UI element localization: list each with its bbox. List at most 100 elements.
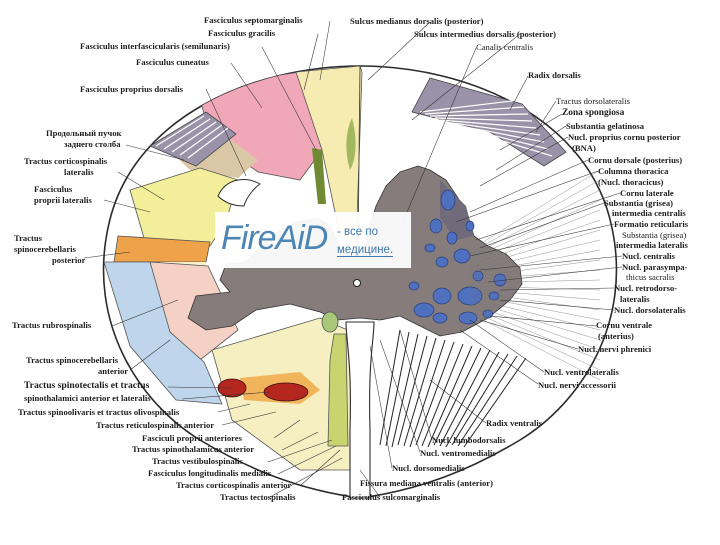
label-tractus-spinotectalis-2: spinothalamici anterior et lateralis xyxy=(24,393,151,403)
leader-line-9 xyxy=(83,251,131,259)
radiating-fiber-8 xyxy=(469,239,601,272)
leader-line-22 xyxy=(359,469,381,498)
radiating-fiber-4 xyxy=(469,199,601,260)
leader-lines xyxy=(83,20,623,498)
leader-line-42 xyxy=(469,319,545,373)
ventral-root-fiber-13 xyxy=(451,353,509,446)
label-substantia-grisea-2: Substantia (grisea) xyxy=(622,230,687,240)
radix-ventralis-fibers xyxy=(379,169,601,448)
leader-line-36 xyxy=(479,255,623,271)
dorsal-root-stripe-5 xyxy=(439,119,537,129)
leader-line-46 xyxy=(379,339,421,453)
label-nucl-retrodorsolateralis-1: Nucl. retrodorso- xyxy=(614,283,678,293)
label-tractus-spinothalamicus-anterior: Tractus spinothalamicus anterior xyxy=(132,444,255,454)
leader-line-43 xyxy=(459,329,539,385)
ventral-root-fiber-14 xyxy=(457,355,518,447)
leader-line-33 xyxy=(475,192,621,241)
label-fasciculus-longitudinalis-medialis: Fasciculus longitudinalis medialis xyxy=(148,468,272,478)
label-nucl-proprius: Nucl. proprius cornu posterior xyxy=(568,132,681,142)
label-sulcus-medianus-dorsalis: Sulcus medianus dorsalis (posterior) xyxy=(350,16,484,26)
label-tractus-spinoolivaris: Tractus spinoolivaris et tractus olivosp… xyxy=(18,407,180,417)
leader-line-4 xyxy=(230,62,263,109)
watermark-text-line-1: - все по xyxy=(337,226,378,238)
label-columna-thoracica: Columna thoracica xyxy=(598,166,669,176)
label-nucl-parasympathicus-1: Nucl. parasympa- xyxy=(622,262,688,272)
label-tractus-spinocerebellaris-anterior-2: anterior xyxy=(98,366,129,376)
radix-dorsalis-lines xyxy=(155,99,553,159)
leader-line-27 xyxy=(535,100,557,133)
leader-line-14 xyxy=(217,403,251,413)
ventral-root-fiber-6 xyxy=(409,339,446,448)
label-fissura-mediana-ventralis: Fissura mediana ventralis (anterior) xyxy=(360,478,493,488)
label-tractus-rubrospinalis: Tractus rubrospinalis xyxy=(12,320,92,330)
leader-line-3 xyxy=(261,46,317,151)
label-tractus-dorsolateralis: Tractus dorsolateralis xyxy=(556,96,630,106)
nucleus-blob-2 xyxy=(429,218,443,234)
leader-line-34 xyxy=(479,202,605,249)
radiating-fiber-9 xyxy=(469,249,601,275)
corticospinal-anterior-area xyxy=(327,333,349,447)
left-dorsal-root-stripe-2 xyxy=(163,118,211,150)
label-nucl-nervi-accessorii: Nucl. nervi accessorii xyxy=(538,380,617,390)
leader-line-18 xyxy=(267,439,333,463)
radiating-fiber-22 xyxy=(469,312,601,381)
radiating-fiber-21 xyxy=(469,309,601,371)
dorsal-root-stripe-9 xyxy=(459,127,553,157)
label-nucl-parasympathicus-2: thicus sacralis xyxy=(626,272,675,282)
ventral-root-fiber-12 xyxy=(445,351,500,448)
label-nucl-ventrolateralis: Nucl. ventrolateralis xyxy=(544,367,619,377)
radiating-fiber-19 xyxy=(469,303,601,351)
leader-line-2 xyxy=(303,33,319,91)
leader-line-10 xyxy=(111,299,179,327)
leader-line-37 xyxy=(487,266,623,283)
label-prodolny-puchok-1: Продольный пучок xyxy=(46,128,122,138)
label-nucl-lumbodorsalis: Nucl. lumbodorsalis xyxy=(432,435,506,445)
leader-line-16 xyxy=(273,419,301,439)
leader-line-20 xyxy=(299,449,341,487)
label-tractus-spinocerebellaris-3: posterior xyxy=(52,255,86,265)
ventral-root-fiber-11 xyxy=(439,349,491,447)
radiating-fiber-12 xyxy=(469,279,601,284)
leader-line-35 xyxy=(469,223,615,257)
leader-line-12 xyxy=(167,386,233,389)
label-nucl-dorsolateralis: Nucl. dorsolateralis xyxy=(614,305,686,315)
leader-line-32 xyxy=(455,170,599,223)
left-dorsal-root-stripe-4 xyxy=(179,124,223,156)
label-cornu-laterale: Cornu laterale xyxy=(620,188,674,198)
label-radix-dorsalis: Radix dorsalis xyxy=(528,70,581,80)
label-nucl-centralis: Nucl. centralis xyxy=(622,251,675,261)
leader-line-29 xyxy=(495,125,567,171)
label-fasciculus-proprius-dorsalis: Fasciculus proprius dorsalis xyxy=(80,84,183,94)
label-cornu-dorsale: Cornu dorsale (posterius) xyxy=(588,155,683,165)
radiating-fiber-3 xyxy=(469,189,601,257)
radiating-fiber-14 xyxy=(469,288,601,301)
spinocerebellar-anterior-area xyxy=(103,261,223,405)
leader-line-19 xyxy=(277,445,337,475)
label-substantia-gelatinosa: Substantia gelatinosa xyxy=(566,121,645,131)
blue-nuclei-group xyxy=(408,189,507,325)
radiating-fiber-1 xyxy=(469,169,601,251)
left-dorsal-root-stripe-1 xyxy=(155,115,205,147)
dorsal-root-stripe-2 xyxy=(424,106,525,115)
nucleus-blob-5 xyxy=(453,248,471,264)
leader-line-15 xyxy=(221,411,277,426)
label-intermedia-lateralis: intermedia lateralis xyxy=(616,240,688,250)
leader-line-40 xyxy=(489,315,597,327)
leader-line-13 xyxy=(181,391,271,400)
label-fasciculus-interfascicularis: Fasciculus interfascicularis (semilunari… xyxy=(80,41,230,51)
leader-line-41 xyxy=(479,319,579,350)
nucleus-blob-12 xyxy=(413,302,435,318)
ventral-root-fiber-15 xyxy=(463,357,527,448)
leader-line-24 xyxy=(411,33,521,121)
ventral-root-fiber-1 xyxy=(379,329,401,446)
ventral-root-fiber-10 xyxy=(433,347,482,446)
radiating-fiber-5 xyxy=(469,209,601,263)
canalis-centralis xyxy=(353,279,361,287)
label-substantia-grisea-1: Substantia (grisea) xyxy=(604,198,673,208)
leader-line-47 xyxy=(369,345,393,469)
ventral-root-fiber-4 xyxy=(397,335,428,446)
label-cornu-ventrale-anterius: (anterius) xyxy=(598,331,634,341)
nucleus-blob-1 xyxy=(440,189,456,211)
watermark-text-line-2: медицине. xyxy=(337,244,394,257)
